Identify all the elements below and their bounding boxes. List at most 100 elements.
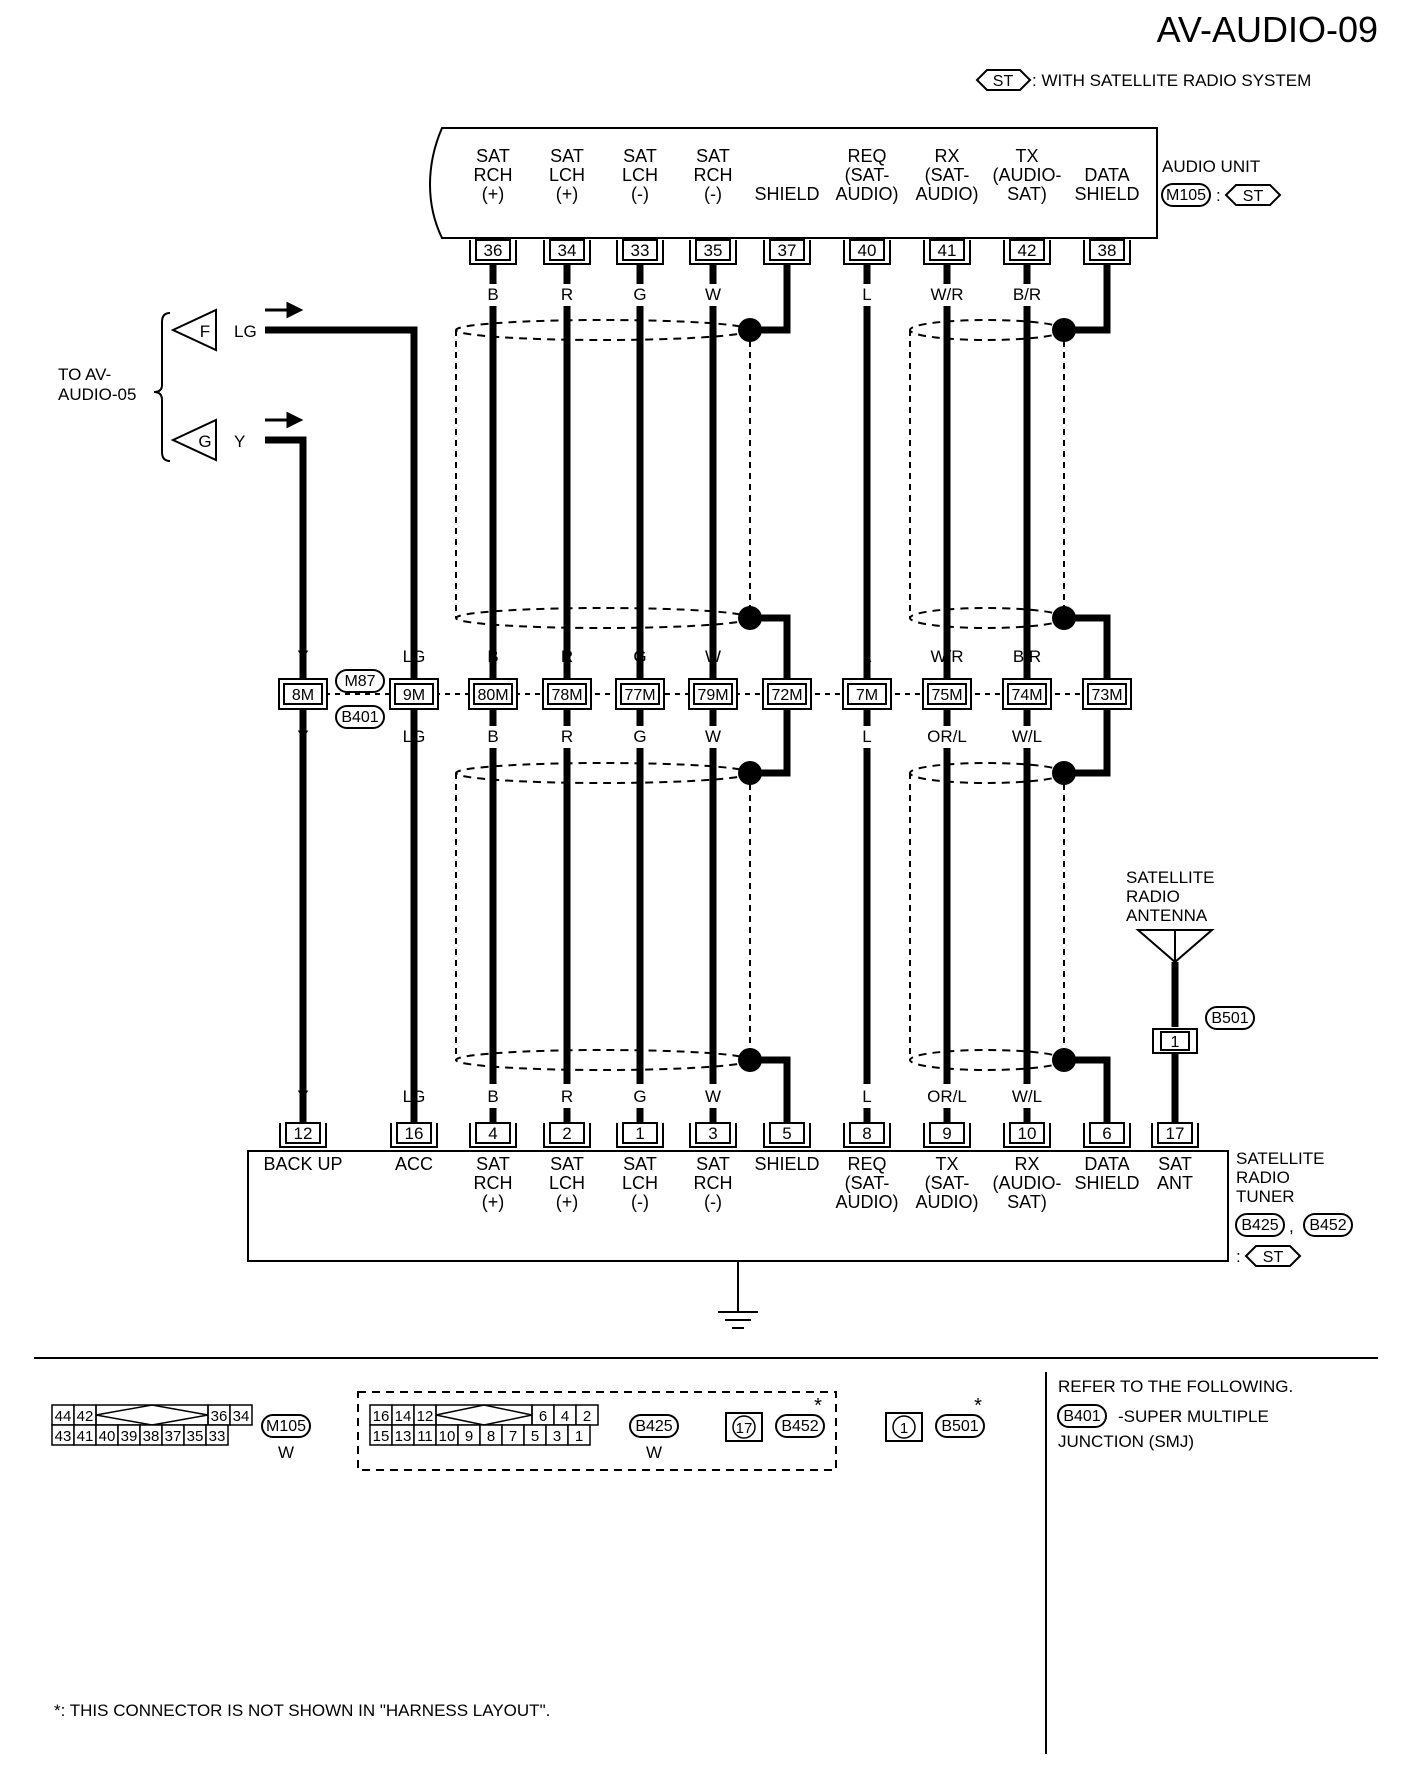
- smj-pin: [927, 683, 967, 705]
- shield-ellipse: [909, 1049, 1065, 1071]
- connector-cell-label: 35: [187, 1428, 204, 1445]
- smj-pin-label: 80M: [477, 687, 508, 704]
- connector-cell-label: 9: [465, 1428, 473, 1445]
- b501-pin-label: 1: [1171, 1034, 1180, 1051]
- svg-text:B425: B425: [1241, 1217, 1278, 1234]
- connector-cell: [567, 1424, 591, 1446]
- audio-unit-terminal-label: AUDIO): [916, 184, 979, 204]
- wire-color-label: R: [561, 1087, 573, 1106]
- shield-drain-wire: [750, 1056, 791, 1123]
- b501-pin: [1160, 1031, 1190, 1051]
- audio-unit-pin-bracket: [1083, 240, 1131, 265]
- tuner-terminal-label: SAT: [1158, 1154, 1192, 1174]
- m105-badge: [1161, 183, 1211, 207]
- connector-key-frame: [435, 1404, 533, 1426]
- tuner-pin-label: 12: [294, 1124, 313, 1143]
- connector-cell: [229, 1404, 253, 1426]
- wire-color-label: L: [862, 647, 871, 666]
- connector-cell-label: 44: [55, 1408, 72, 1425]
- wire-color-label: G: [633, 727, 646, 746]
- connector-cell-label: 16: [373, 1408, 390, 1425]
- audio-unit-terminal-label: SAT: [696, 146, 730, 166]
- svg-text:ST: ST: [1243, 188, 1264, 205]
- connector-cell-label: 8: [487, 1428, 495, 1445]
- smj-pin-label: 78M: [551, 687, 582, 704]
- tuner-pin-bracket: [390, 1123, 438, 1148]
- connector-cell-label: 7: [509, 1428, 517, 1445]
- svg-text:B401: B401: [341, 709, 378, 726]
- refer-section: REFER TO THE FOLLOWING. B401 -SUPER MULT…: [1057, 1377, 1293, 1451]
- shield-drain-wire: [1064, 1056, 1111, 1123]
- b401-badge: [1057, 1404, 1107, 1428]
- connector-color-label: W: [278, 1443, 294, 1462]
- wire-color-label: W: [705, 647, 721, 666]
- bracket: [153, 312, 171, 462]
- svg-text:RADIO: RADIO: [1236, 1168, 1290, 1187]
- shield-ellipse: [455, 607, 751, 629]
- legend: ST : WITH SATELLITE RADIO SYSTEM: [975, 69, 1311, 91]
- tuner-pin: [622, 1122, 658, 1144]
- smj-pin: [847, 683, 887, 705]
- wire-color-label: W: [705, 1087, 721, 1106]
- tuner-terminal-label: SAT: [550, 1154, 584, 1174]
- shield-ellipse: [455, 762, 751, 784]
- legend-text: : WITH SATELLITE RADIO SYSTEM: [1032, 71, 1311, 90]
- tuner-terminal-label: SAT): [1007, 1192, 1047, 1212]
- satellite-radio-antenna: SATELLITE RADIO ANTENNA B501: [1126, 868, 1255, 1030]
- connector-cell-label: 3: [553, 1428, 561, 1445]
- b452-pin-frame: [725, 1412, 763, 1442]
- connector-cell-label: 6: [539, 1408, 547, 1425]
- audio-unit-terminal-label: AUDIO): [836, 184, 899, 204]
- smj-pin-label: 75M: [931, 687, 962, 704]
- connector-cell-label: 12: [417, 1408, 434, 1425]
- connector-key: [95, 1404, 209, 1426]
- shield-ellipse: [909, 762, 1065, 784]
- tuner-pin-bracket: [1083, 1123, 1131, 1148]
- smj-pin-label: 72M: [771, 687, 802, 704]
- wire-color-label: Y: [297, 727, 308, 746]
- wire-color-label: Y: [297, 647, 308, 666]
- audio-unit-terminal-label: (SAT-: [925, 165, 970, 185]
- tuner-pin-bracket: [843, 1123, 891, 1148]
- wire-color-label: L: [862, 727, 871, 746]
- svg-text:B401: B401: [1063, 1408, 1100, 1425]
- audio-unit-box: [429, 127, 1158, 239]
- wire-color-label: R: [561, 285, 573, 304]
- tuner-pin: [475, 1122, 511, 1144]
- connector-cell-label: 41: [77, 1428, 94, 1445]
- st-badge: [1244, 1245, 1302, 1267]
- tuner-terminal-label: DATA: [1084, 1154, 1129, 1174]
- audio-unit-terminal-label: RX: [934, 146, 959, 166]
- connector-cell-label: 13: [395, 1428, 412, 1445]
- audio-unit-pin-bracket: [763, 240, 811, 265]
- audio-unit-pin-bracket: [469, 240, 517, 265]
- svg-text:LG: LG: [234, 322, 257, 341]
- connector-key: [435, 1404, 533, 1426]
- st-badge: [975, 69, 1032, 91]
- shield-ellipse: [909, 607, 1065, 629]
- audio-unit-pin-label: 37: [778, 241, 797, 260]
- tuner-pin: [549, 1122, 585, 1144]
- wire-color-label: W/L: [1012, 727, 1042, 746]
- smj-pin-label: 79M: [697, 687, 728, 704]
- smj-pin: [1087, 683, 1127, 705]
- smj-pin: [283, 683, 323, 705]
- connector-cell-label: 2: [583, 1408, 591, 1425]
- b425-badge-label: B425: [635, 1418, 672, 1435]
- b452-badge-label: B452: [781, 1418, 818, 1435]
- connector-cell-label: 34: [233, 1408, 250, 1425]
- arrow-g: [265, 411, 304, 429]
- tuner-pin-bracket: [689, 1123, 737, 1148]
- b501-badge: [1205, 1006, 1255, 1030]
- wire-color-label: LG: [403, 727, 426, 746]
- svg-text:SATELLITE: SATELLITE: [1126, 868, 1215, 887]
- connector-cell-label: 39: [121, 1428, 138, 1445]
- tuner-pin-label: 5: [782, 1124, 791, 1143]
- wire-color-label: G: [633, 285, 646, 304]
- b425-badge: [629, 1414, 679, 1438]
- audio-unit-pin-bracket: [923, 240, 971, 265]
- wire-color-label: W: [705, 727, 721, 746]
- tuner-pin-bracket: [616, 1123, 664, 1148]
